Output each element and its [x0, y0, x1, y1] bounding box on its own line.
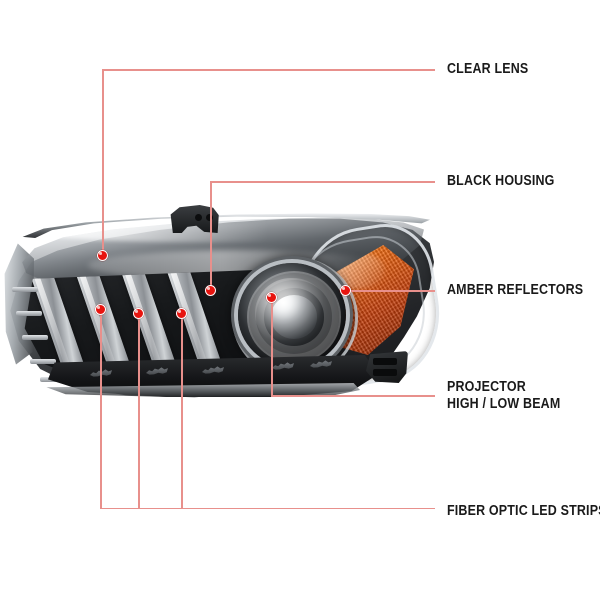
callout-dot-projector[interactable]	[266, 292, 277, 303]
callout-label-black-housing: BLACK HOUSING	[447, 173, 555, 189]
leader-line-projector	[271, 395, 435, 397]
leader-line-projector	[271, 297, 273, 396]
leader-line-clear-lens	[102, 69, 435, 71]
pony-emblem	[202, 366, 224, 374]
leader-line-amber-reflectors	[345, 290, 435, 292]
callout-label-projector-line2: HIGH / LOW BEAM	[447, 396, 561, 412]
callout-label-amber-reflectors: AMBER REFLECTORS	[447, 282, 584, 298]
projector-lens	[238, 263, 346, 367]
callout-dot-fiber-optic-2[interactable]	[133, 308, 144, 319]
leader-line-fiber-optic	[138, 313, 140, 509]
callout-label-projector-line1: PROJECTOR	[447, 379, 526, 395]
callout-dot-fiber-optic-3[interactable]	[176, 308, 187, 319]
leader-line-black-housing	[210, 182, 212, 292]
callout-label-clear-lens: CLEAR LENS	[447, 61, 529, 77]
wiring-connector-plug	[366, 351, 408, 383]
callout-dot-black-housing[interactable]	[205, 285, 216, 296]
leader-line-fiber-optic	[100, 507, 435, 510]
callout-dot-amber-reflectors[interactable]	[340, 285, 351, 296]
leader-line-fiber-optic	[181, 313, 183, 509]
leader-line-fiber-optic	[100, 309, 102, 509]
leader-line-black-housing	[210, 181, 435, 183]
callout-dot-clear-lens[interactable]	[97, 250, 108, 261]
pony-emblem	[146, 367, 168, 375]
bottom-chrome-lip	[46, 383, 360, 397]
callout-dot-fiber-optic-1[interactable]	[95, 304, 106, 315]
pony-emblem	[310, 360, 332, 368]
headlight-assembly-image	[0, 205, 450, 410]
callout-label-fiber-optic-led-strips: FIBER OPTIC LED STRIPS	[447, 503, 600, 519]
leader-line-clear-lens	[102, 70, 104, 257]
pony-emblem	[272, 362, 294, 370]
